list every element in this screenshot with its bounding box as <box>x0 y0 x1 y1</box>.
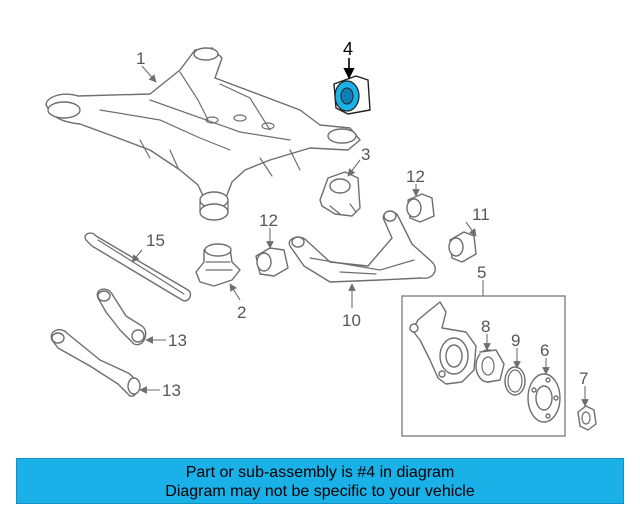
highlighted-bushing-part <box>333 75 371 115</box>
callout-8: 8 <box>481 317 490 336</box>
parts-diagram: 1 4 3 12 11 12 15 2 10 5 8 9 6 7 13 13 <box>45 39 597 437</box>
callout-4: 4 <box>343 39 353 59</box>
subframe-part <box>45 47 361 221</box>
callout-1: 1 <box>136 49 145 68</box>
callout-14: 13 <box>168 331 187 350</box>
bushing-part-12-lower <box>255 247 289 277</box>
callout-2: 2 <box>237 303 246 322</box>
control-arm-part-10 <box>288 210 436 283</box>
mount-part-2 <box>195 243 241 287</box>
info-banner: Part or sub-assembly is #4 in diagram Di… <box>16 458 624 504</box>
snap-ring-part-9 <box>504 366 526 396</box>
bearing-part-8 <box>475 349 505 383</box>
link-part-14 <box>96 288 147 346</box>
link-part-15 <box>84 232 192 302</box>
bushing-part-12-upper <box>406 193 435 223</box>
hub-part-6 <box>527 373 561 423</box>
link-part-13 <box>50 329 141 397</box>
callout-12-lower: 12 <box>259 211 278 230</box>
callout-13: 13 <box>162 381 181 400</box>
bushing-part-3 <box>319 171 361 217</box>
banner-line-1: Part or sub-assembly is #4 in diagram <box>185 464 455 481</box>
callout-10: 10 <box>342 311 361 330</box>
callout-3: 3 <box>361 145 370 164</box>
banner-line-2: Diagram may not be specific to your vehi… <box>165 483 475 500</box>
nut-part-7 <box>577 405 597 431</box>
callout-6: 6 <box>540 341 549 360</box>
knuckle-part <box>409 301 477 385</box>
bushing-part-11 <box>448 231 477 263</box>
callout-15: 15 <box>146 231 165 250</box>
callout-11: 11 <box>472 205 490 224</box>
callout-12-upper: 12 <box>406 167 425 186</box>
callout-5: 5 <box>477 263 486 282</box>
callout-7: 7 <box>579 369 588 388</box>
callout-9: 9 <box>511 331 520 350</box>
leader-lines <box>131 58 589 407</box>
